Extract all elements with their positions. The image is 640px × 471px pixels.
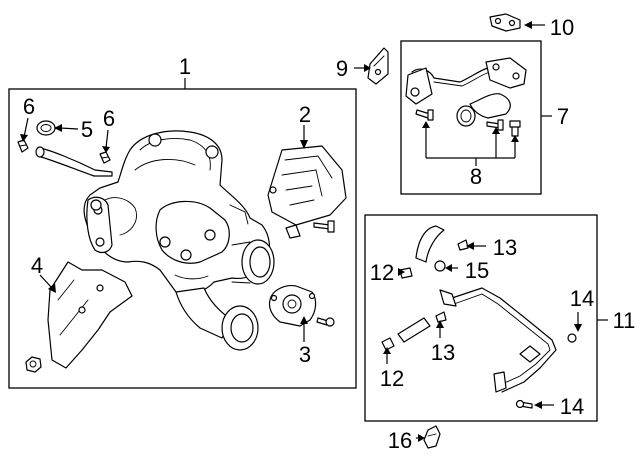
callout-16: 16 bbox=[388, 428, 412, 453]
bypass-valve bbox=[268, 285, 335, 327]
coolant-line-group-box bbox=[364, 214, 598, 422]
oil-feed-line bbox=[405, 57, 527, 137]
callout-14-upper: 14 bbox=[570, 286, 594, 311]
callout-12-upper: 12 bbox=[370, 260, 394, 285]
heat-shield bbox=[25, 261, 133, 373]
callout-12-lower: 12 bbox=[380, 366, 404, 391]
leader-lines bbox=[20, 21, 608, 442]
wastegate-actuator bbox=[267, 145, 347, 239]
callout-4: 4 bbox=[31, 253, 43, 278]
callout-labels: 1 2 3 4 5 6 6 7 8 9 10 11 12 12 13 13 14… bbox=[23, 15, 636, 453]
hose-and-clamps bbox=[17, 120, 113, 177]
callout-10: 10 bbox=[550, 15, 574, 40]
callout-2: 2 bbox=[299, 102, 311, 127]
bracket-9 bbox=[367, 47, 389, 85]
callout-5: 5 bbox=[81, 117, 93, 142]
callout-13-lower: 13 bbox=[431, 340, 455, 365]
callout-6-left: 6 bbox=[23, 94, 35, 119]
callout-8: 8 bbox=[470, 164, 482, 189]
clip-16 bbox=[423, 425, 441, 449]
callout-1: 1 bbox=[179, 54, 191, 79]
gasket-10 bbox=[489, 13, 521, 32]
callout-13-upper: 13 bbox=[493, 235, 517, 260]
turbocharger-assembly bbox=[83, 130, 275, 351]
callout-3: 3 bbox=[299, 342, 311, 367]
callout-14-lower: 14 bbox=[560, 394, 584, 419]
turbocharger-group-box bbox=[8, 88, 357, 389]
coolant-pipe-assembly bbox=[381, 225, 577, 409]
callout-9: 9 bbox=[336, 56, 348, 81]
callout-6-right: 6 bbox=[103, 106, 115, 131]
callout-7: 7 bbox=[557, 104, 569, 129]
callout-15: 15 bbox=[465, 258, 489, 283]
callout-11: 11 bbox=[613, 308, 636, 333]
oil-line-group-box bbox=[400, 40, 542, 195]
